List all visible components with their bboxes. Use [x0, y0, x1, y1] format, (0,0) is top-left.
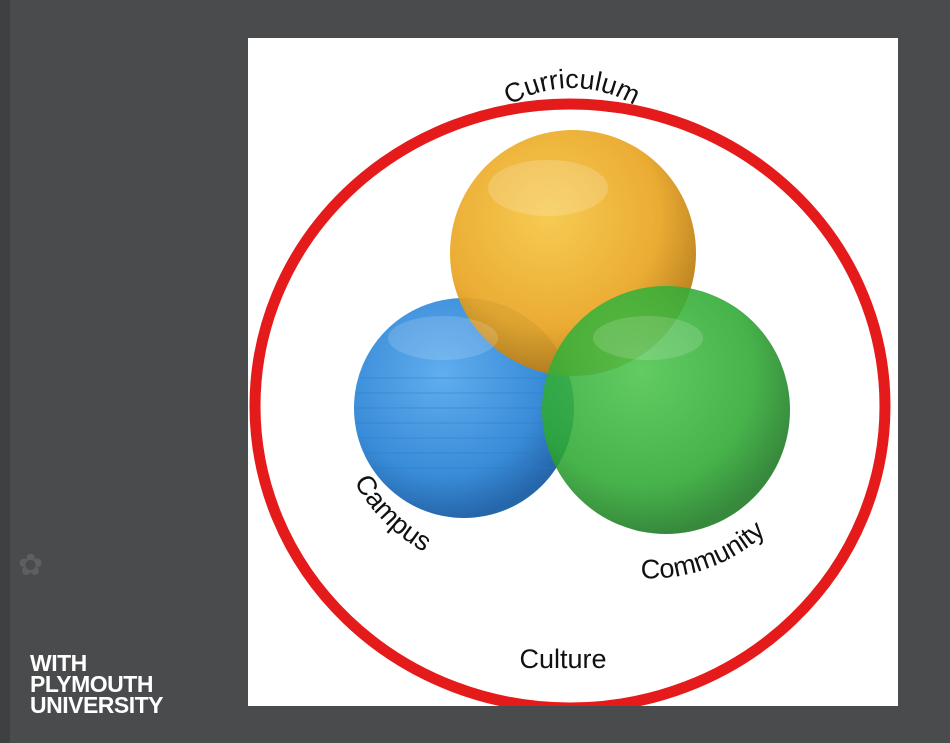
- brand-line: PLYMOUTH: [30, 671, 153, 697]
- outer-ring: [249, 98, 891, 706]
- flower-ornament-icon: ✿: [18, 548, 44, 583]
- culture-label: Culture: [519, 644, 606, 674]
- brand-line: UNIVERSITY: [30, 692, 164, 718]
- diagram-panel: Curriculum Campus Community Culture: [248, 38, 898, 706]
- brand-line: WITH: [30, 650, 87, 676]
- brand-logo: WITH PLYMOUTH UNIVERSITY: [30, 650, 164, 718]
- community-circle: [542, 286, 790, 534]
- venn-diagram: Curriculum Campus Community Culture: [249, 64, 891, 706]
- left-strip: [0, 0, 10, 743]
